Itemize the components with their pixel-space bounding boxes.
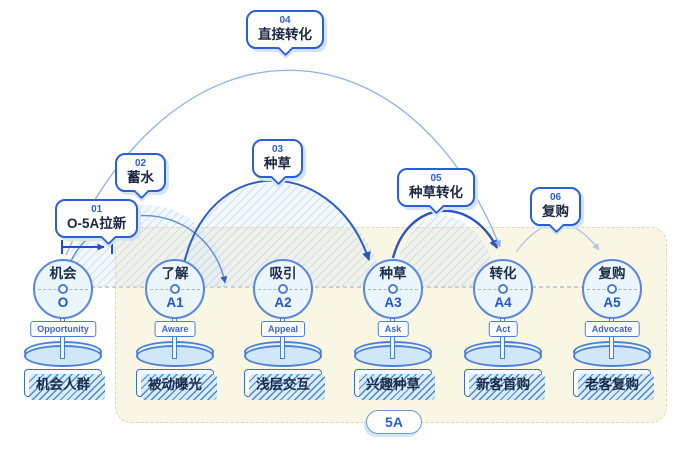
callout-06-repurchase: 06 复购 [530, 187, 581, 226]
node-code: A3 [384, 295, 402, 310]
callout-label: 蓄水 [127, 170, 154, 185]
node-title: 种草 [379, 266, 407, 281]
node-code: A2 [274, 295, 292, 310]
node-label-box: 被动曝光 [136, 369, 217, 400]
node-circle: 种草 A3 [363, 259, 423, 319]
arrow-05-seeding-conversion [391, 209, 499, 259]
node-code: A4 [494, 295, 512, 310]
dome-05-fill [392, 215, 501, 287]
badge-5a: 5A [366, 410, 422, 434]
node-circle: 了解 A1 [145, 259, 205, 319]
callout-01-o5a-acquisition: 01 O-5A拉新 [55, 199, 139, 238]
node-label-box: 浅层交互 [244, 369, 325, 400]
node-code: A5 [603, 295, 621, 310]
ring-icon [58, 284, 68, 294]
node-circle: 吸引 A2 [253, 259, 313, 319]
ring-icon [498, 284, 508, 294]
node-aware: Aware 了解 A1 被动曝光 [120, 259, 230, 400]
callout-number: 02 [134, 158, 147, 169]
node-label-box: 新客首购 [464, 369, 545, 400]
node-title: 机会 [49, 266, 77, 281]
dome-03-fill [180, 182, 387, 287]
node-code: A1 [166, 295, 184, 310]
node-ask: Ask 种草 A3 兴趣种草 [338, 259, 448, 400]
callout-02-store-up: 02 蓄水 [115, 153, 166, 192]
node-opportunity: Opportunity 机会 O 机会人群 [8, 259, 118, 400]
ring-icon [170, 284, 180, 294]
arrow-02-store-up [62, 214, 228, 288]
node-label-box: 老客复购 [573, 369, 654, 400]
node-circle: 转化 A4 [473, 259, 533, 319]
callout-number: 04 [279, 15, 291, 26]
node-title: 吸引 [269, 266, 297, 281]
node-sign-plate: Advocate [584, 321, 640, 337]
node-title: 转化 [489, 266, 517, 281]
callout-04-direct-conversion: 04 直接转化 [246, 10, 324, 49]
node-sign-plate: Aware [154, 321, 196, 337]
callout-number: 03 [271, 144, 284, 155]
callout-03-seeding: 03 种草 [252, 139, 303, 178]
callout-number: 06 [549, 192, 562, 203]
node-code: O [57, 295, 69, 310]
ring-icon [388, 284, 398, 294]
node-title: 了解 [161, 266, 189, 281]
node-sign-plate: Opportunity [30, 321, 96, 337]
callout-label: 直接转化 [258, 27, 312, 42]
callout-label: 种草 [264, 156, 291, 171]
node-circle: 机会 O [33, 259, 93, 319]
node-circle: 复购 A5 [582, 259, 642, 319]
arrow-03-seeding [179, 179, 371, 288]
callout-number: 01 [91, 204, 103, 215]
ring-icon [607, 284, 617, 294]
node-appeal: Appeal 吸引 A2 浅层交互 [228, 259, 338, 400]
ring-icon [278, 284, 288, 294]
callout-label: 种草转化 [409, 185, 463, 200]
callout-label: 复购 [542, 204, 569, 219]
node-label-box: 机会人群 [24, 369, 105, 400]
callout-05-seeding-conversion: 05 种草转化 [397, 168, 475, 207]
node-advocate: Advocate 复购 A5 老客复购 [557, 259, 667, 400]
node-title: 复购 [598, 266, 626, 281]
node-sign-plate: Appeal [260, 321, 306, 337]
node-act: Act 转化 A4 新客首购 [448, 259, 558, 400]
callout-number: 05 [430, 173, 442, 184]
node-sign-plate: Ask [377, 321, 409, 337]
node-sign-plate: Act [488, 321, 518, 337]
node-label-box: 兴趣种草 [354, 369, 435, 400]
callout-label: O-5A拉新 [67, 216, 127, 231]
